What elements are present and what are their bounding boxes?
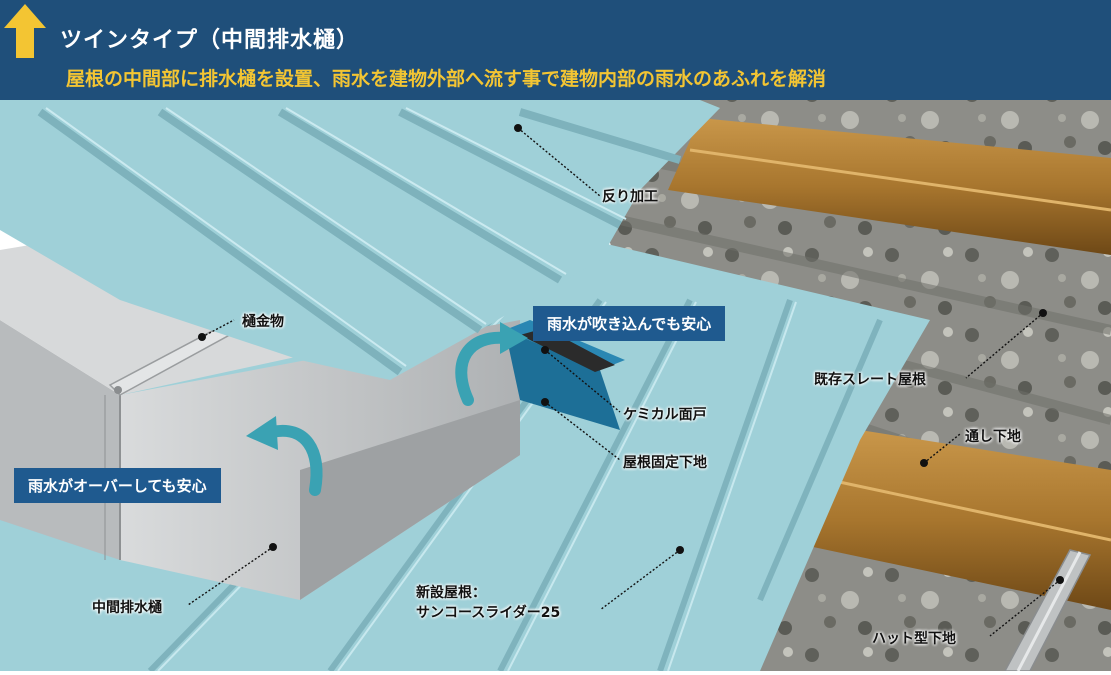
label-sori: 反り加工 [602, 189, 658, 205]
new-roof-upper-panel [0, 100, 720, 380]
curved-arrow-left-icon [246, 416, 323, 496]
label-kemikaru: ケミカル面戸 [623, 407, 707, 423]
through-purlin-lower [780, 430, 1111, 610]
leader-dots [198, 124, 1064, 584]
label-chukan: 中間排水樋 [92, 600, 162, 616]
label-hat: ハット型下地 [872, 631, 956, 647]
label-hikanamono: 樋金物 [242, 314, 284, 330]
label-shinsetsu-line2: サンコースライダー25 [416, 605, 561, 621]
page-subtitle: 屋根の中間部に排水樋を設置、雨水を建物外部へ流す事で建物内部の雨水のあふれを解消 [66, 68, 827, 90]
label-kizon: 既存スレート屋根 [814, 372, 926, 388]
callout-overflow: 雨水がオーバーしても安心 [14, 468, 221, 503]
callout-wind: 雨水が吹き込んでも安心 [533, 306, 726, 341]
curved-arrow-right-icon [455, 322, 528, 406]
through-purlin-upper [668, 118, 1111, 255]
label-shinsetsu-line1: 新設屋根： [416, 585, 486, 601]
page-title: ツインタイプ（中間排水樋） [60, 28, 360, 53]
up-arrow-icon [2, 2, 48, 60]
label-tooshi: 通し下地 [965, 429, 1021, 445]
label-koteishitaji: 屋根固定下地 [623, 455, 707, 471]
leader-lines [187, 127, 1061, 637]
header-banner: ツインタイプ（中間排水樋） 屋根の中間部に排水樋を設置、雨水を建物外部へ流す事で… [0, 0, 1111, 100]
